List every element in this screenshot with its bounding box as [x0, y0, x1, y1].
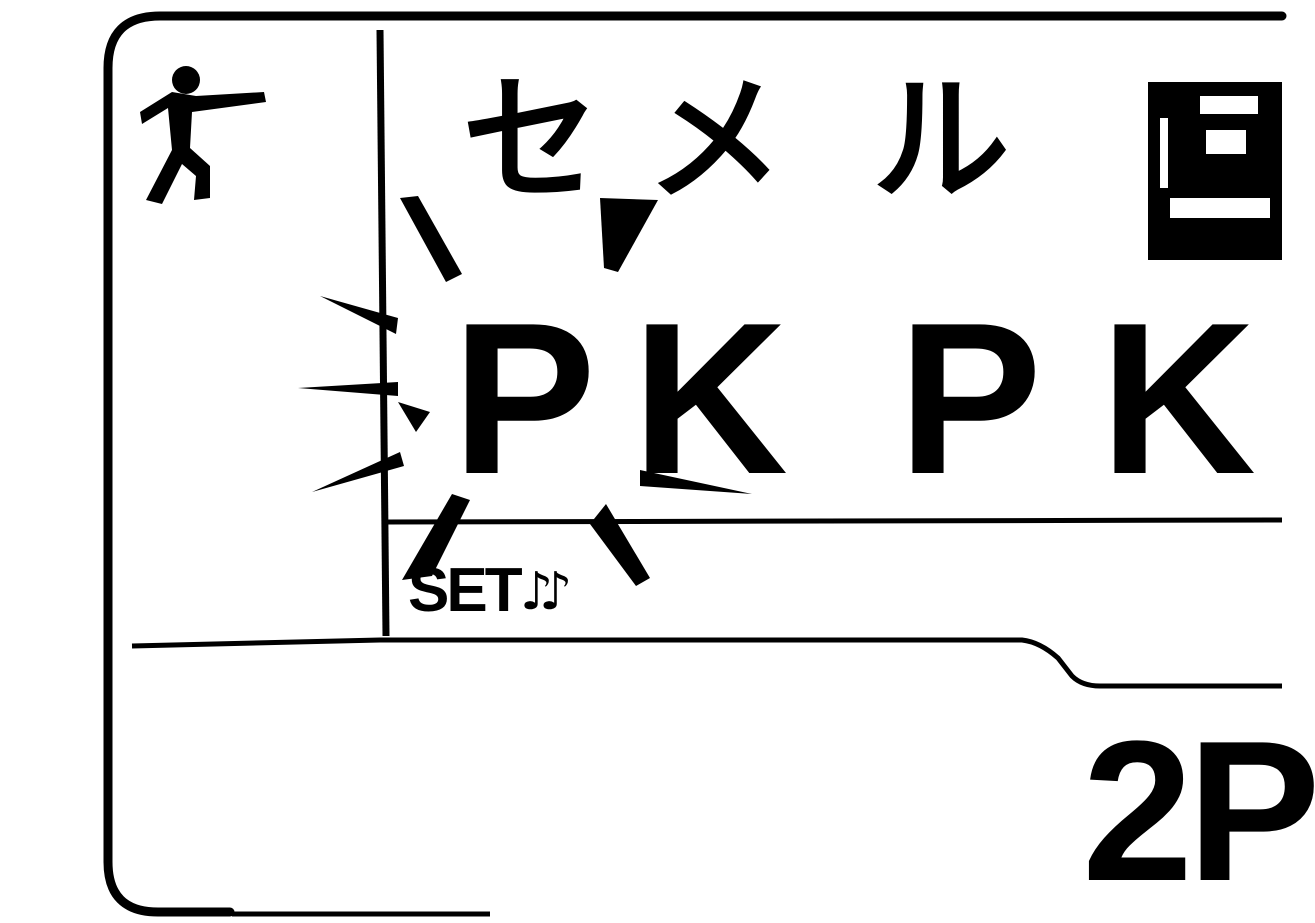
outer-border [103, 11, 1287, 917]
code-char: P [452, 277, 597, 519]
lcd-frame [103, 11, 1287, 917]
kana-char: ル [872, 60, 1011, 221]
code-char: P [898, 277, 1043, 519]
code-char: K [1100, 277, 1256, 519]
player-label: 2P [1082, 700, 1315, 923]
kanji-block-icon [1148, 82, 1282, 260]
kana-char: メ [646, 60, 785, 221]
burst-rays-icon [298, 196, 752, 586]
lower-divider [131, 637, 1282, 689]
running-figure-icon [140, 66, 266, 204]
vertical-divider [376, 29, 390, 637]
pk-underline [385, 517, 1283, 525]
set-label: SET [408, 556, 523, 625]
code-char: K [632, 277, 788, 519]
music-notes-icon: ♪♪ [520, 562, 573, 622]
kana-char: セ [462, 60, 601, 221]
